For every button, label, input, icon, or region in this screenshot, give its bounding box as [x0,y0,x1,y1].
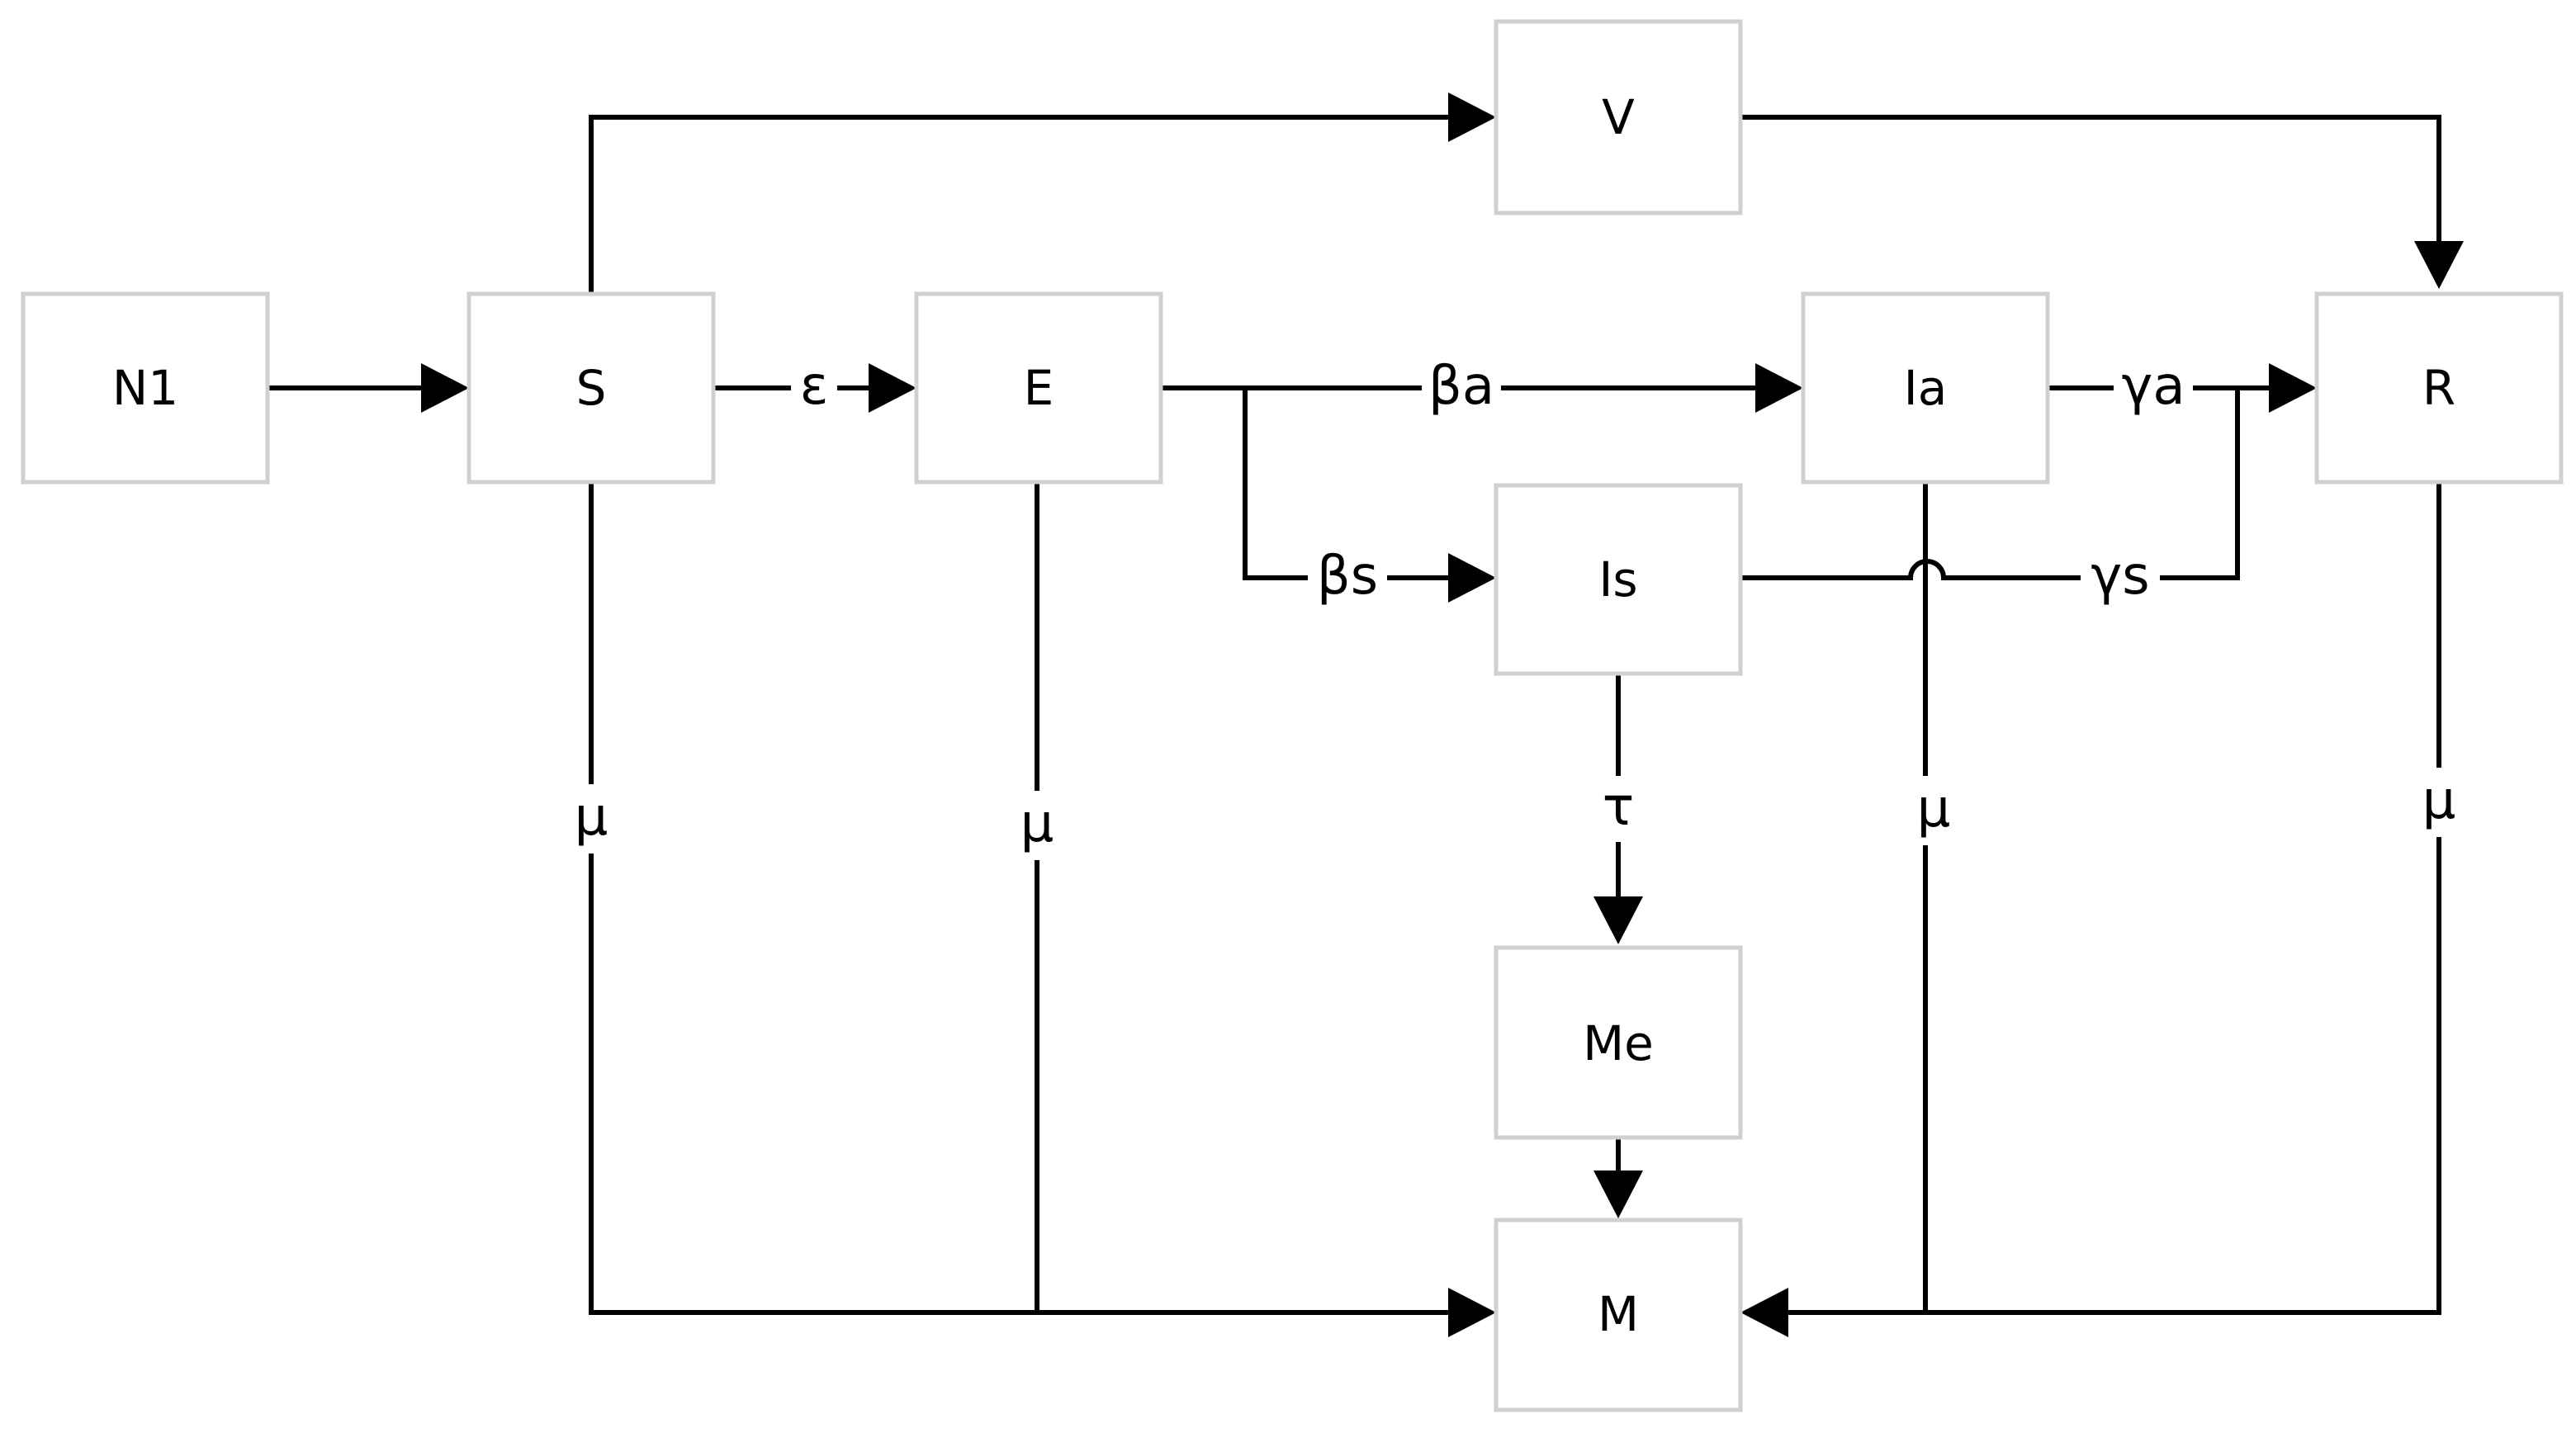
node-me: Me [1494,945,1743,1140]
node-m: M [1494,1218,1743,1412]
node-ia: Ia [1801,291,2050,485]
svg-text:βs: βs [1317,546,1378,607]
rate-label-mu-e: μ [1011,791,1063,860]
edge-is-to-r [1740,388,2240,580]
edge-v-to-r [1740,115,2464,289]
svg-text:S: S [576,360,607,416]
rate-label-gamma-a: γa [2114,355,2193,421]
edge-me-to-m [1593,1139,1643,1218]
svg-text:μ: μ [575,787,608,848]
svg-text:Me: Me [1583,1015,1654,1071]
svg-text:γa: γa [2121,356,2185,417]
rate-label-tau: τ [1593,776,1643,842]
svg-text:βa: βa [1428,356,1494,417]
svg-text:R: R [2422,360,2455,416]
svg-text:γs: γs [2091,546,2149,607]
svg-text:Ia: Ia [1904,360,1948,416]
node-is: Is [1494,483,1743,676]
svg-text:Is: Is [1598,551,1637,608]
node-e: E [914,291,1163,485]
node-r: R [2314,291,2564,485]
rate-label-beta-s: βs [1308,545,1387,611]
rate-label-mu-s: μ [565,784,618,854]
svg-text:V: V [1602,89,1635,145]
rate-label-gamma-s: γs [2081,545,2160,611]
node-n1: N1 [21,291,270,485]
svg-text:μ: μ [1917,778,1951,839]
rate-label-mu-r: μ [2413,768,2465,837]
svg-text:E: E [1024,360,1054,416]
svg-text:ε: ε [800,356,829,417]
node-v: V [1494,19,1743,215]
rate-label-epsilon: ε [791,356,837,417]
svg-text:μ: μ [2422,770,2456,831]
node-s: S [466,291,716,485]
rate-label-mu-ia: μ [1907,776,1960,845]
svg-text:τ: τ [1603,777,1635,838]
svg-text:μ: μ [1020,793,1054,854]
rate-label-beta-a: βa [1422,355,1501,421]
svg-text:N1: N1 [112,360,178,416]
edge-n1-to-s [269,363,469,413]
edge-r-to-m [1740,484,2441,1337]
edge-s-to-v [589,92,1496,292]
svg-text:M: M [1598,1286,1639,1342]
edge-s-to-m [589,484,1496,1337]
